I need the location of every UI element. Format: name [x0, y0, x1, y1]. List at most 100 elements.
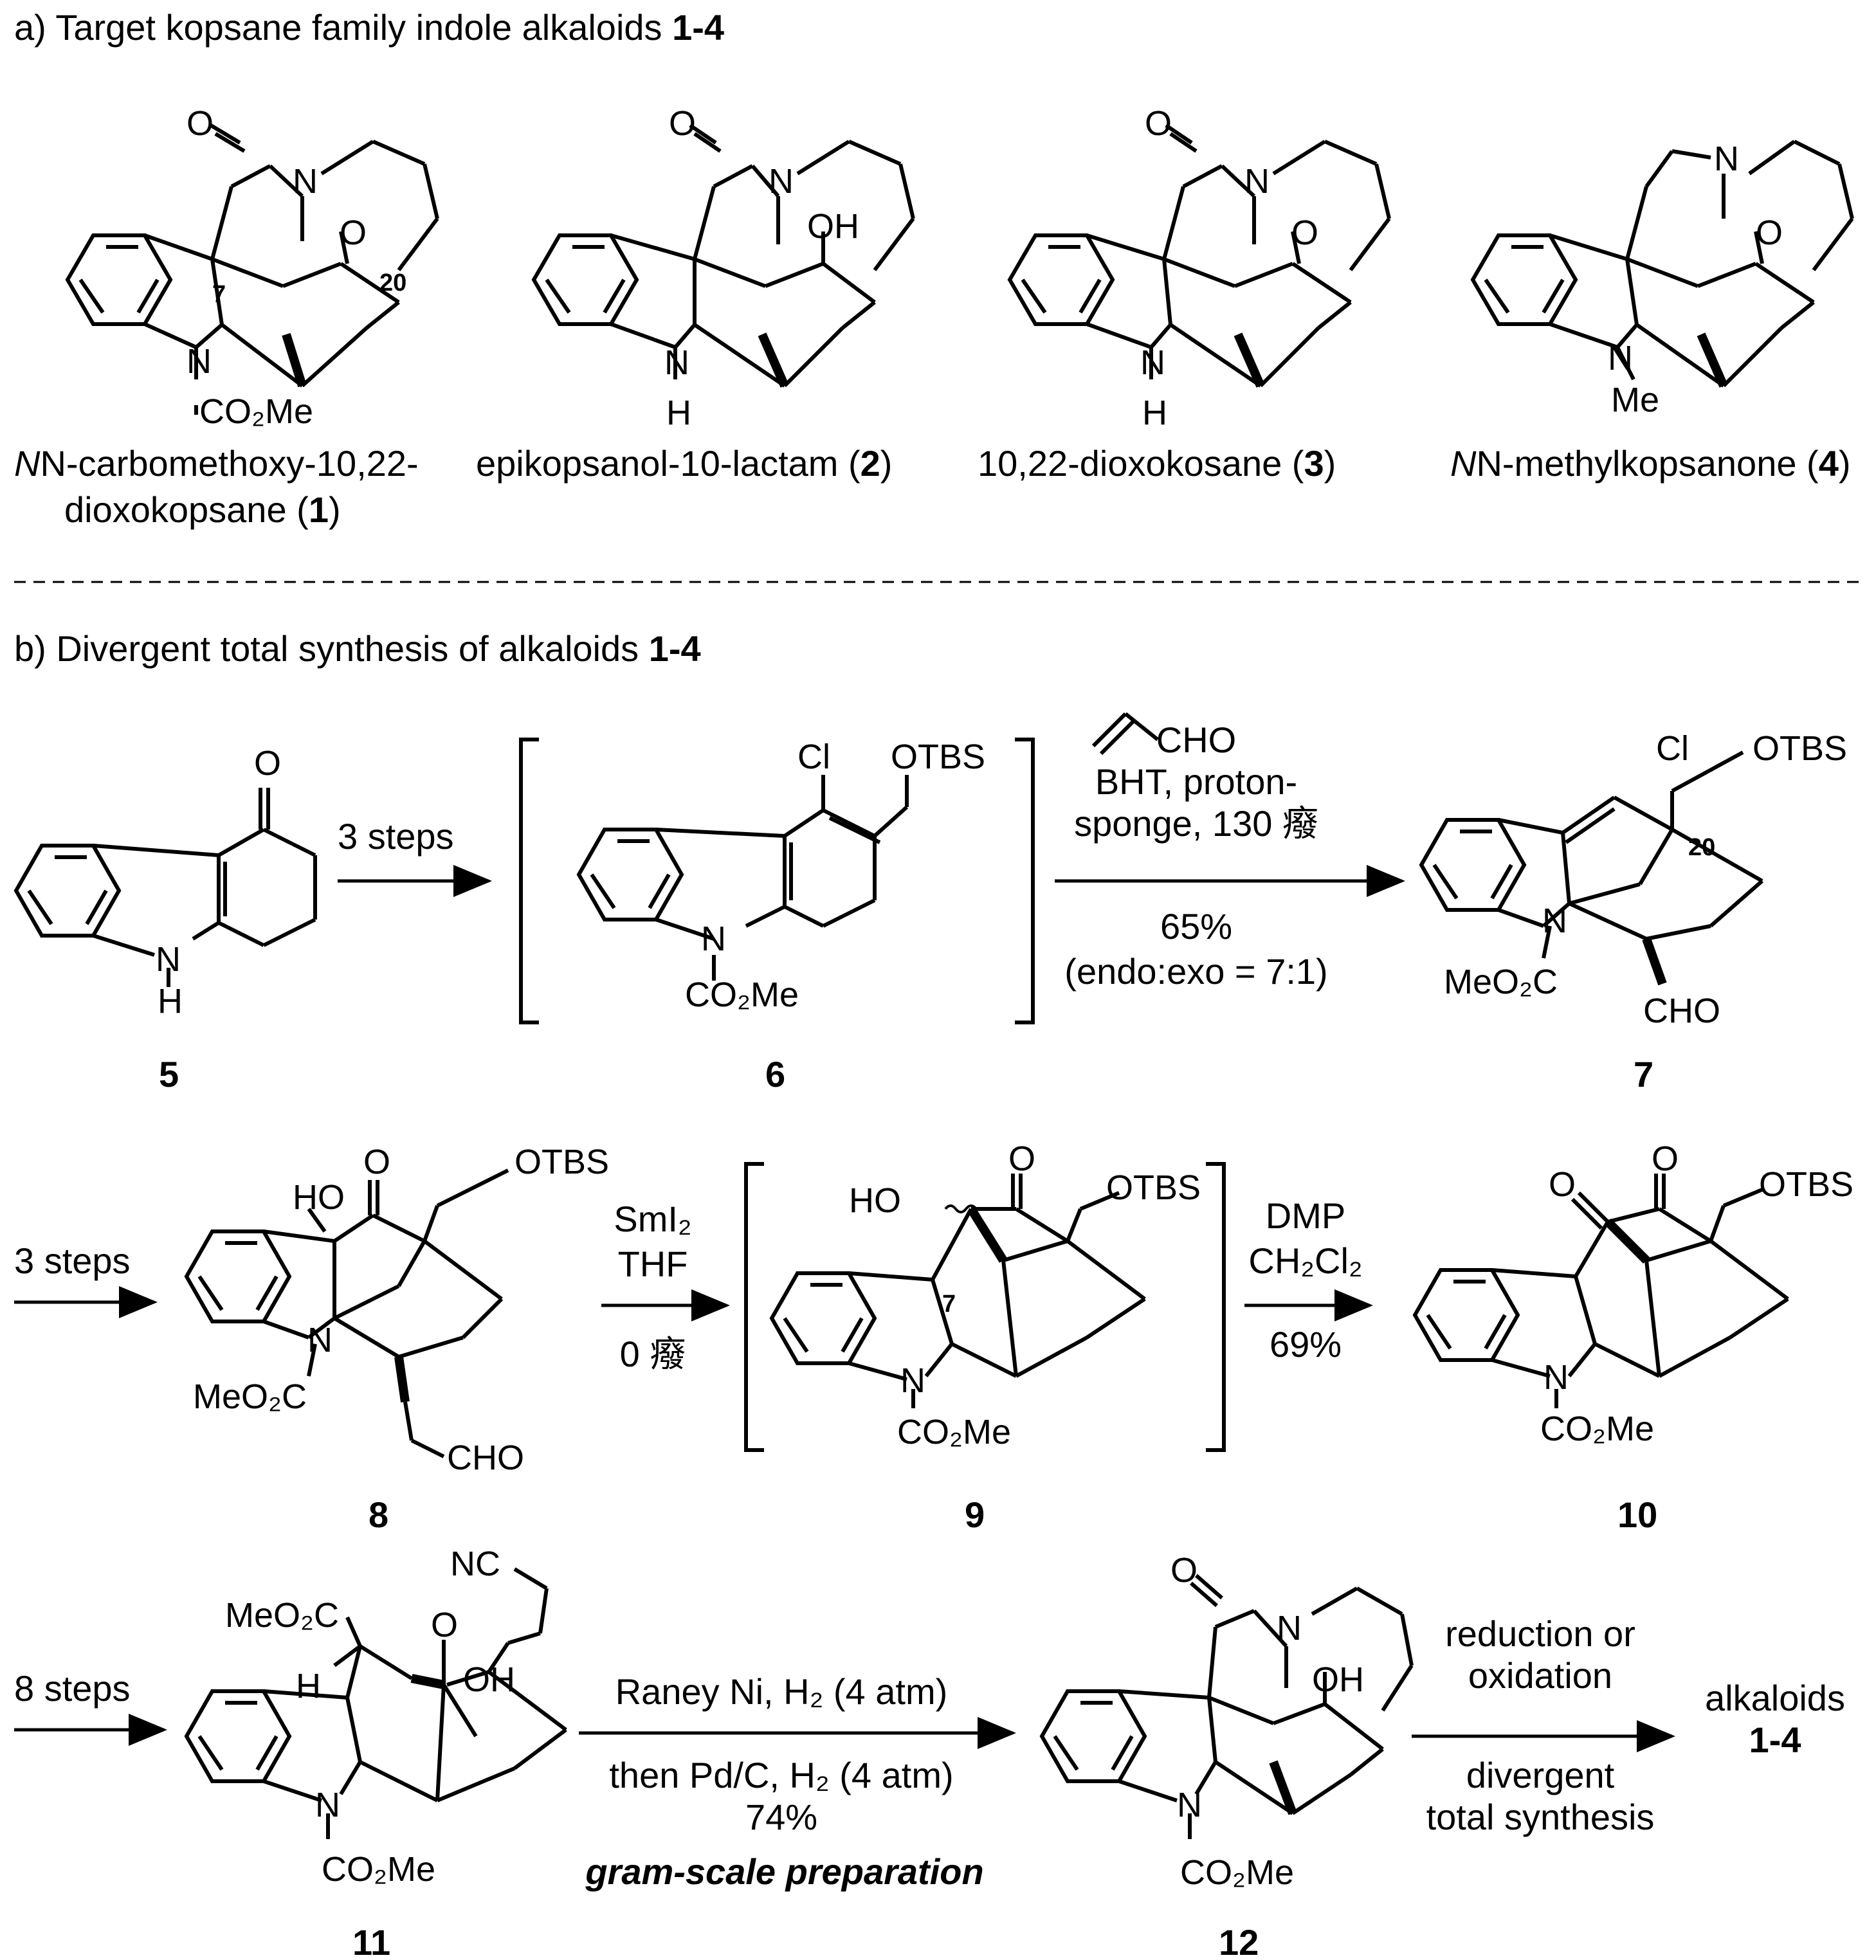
- structure-8: [184, 1168, 509, 1458]
- compound-12-label: 12: [1219, 1922, 1259, 1960]
- structure-6-labels: Cl OTBS N CO₂Me: [685, 738, 985, 1014]
- structure-7-labels: Cl OTBS N MeO₂C CHO 20: [1444, 729, 1847, 1030]
- svg-text:N: N: [1140, 343, 1165, 382]
- structure-4: [1470, 140, 1854, 388]
- svg-text:Raney Ni, H₂ (4 atm): Raney Ni, H₂ (4 atm): [615, 1671, 948, 1712]
- svg-text:total synthesis: total synthesis: [1426, 1797, 1655, 1837]
- structure-12-labels: O N OH N CO₂Me: [1170, 1551, 1364, 1892]
- svg-text:N: N: [1542, 902, 1567, 940]
- structure-3: [1007, 123, 1391, 388]
- structure-4-labels: N O N Me: [1608, 140, 1783, 419]
- final-product: alkaloids 1-4: [1705, 1678, 1845, 1760]
- conditions-11-to-12: Raney Ni, H₂ (4 atm) then Pd/C, H₂ (4 at…: [585, 1671, 983, 1892]
- svg-text:THF: THF: [618, 1244, 688, 1284]
- svg-text:CO₂Me: CO₂Me: [685, 975, 799, 1014]
- svg-text:1-4: 1-4: [1749, 1720, 1801, 1760]
- compound-9-label: 9: [965, 1494, 985, 1535]
- svg-text:O: O: [669, 104, 696, 143]
- compound-11-label: 11: [352, 1922, 390, 1960]
- compound-4-name: NN-methylkopsanone (4): [1450, 443, 1851, 484]
- structure-12: [1039, 1574, 1414, 1839]
- svg-text:N: N: [1544, 1358, 1569, 1397]
- svg-text:N: N: [664, 343, 689, 382]
- structure-11: [184, 1567, 567, 1839]
- svg-text:MeO₂C: MeO₂C: [1444, 963, 1558, 1001]
- svg-text:O: O: [1008, 1139, 1035, 1178]
- conditions-12-to-final: reduction or oxidation divergent total s…: [1426, 1613, 1655, 1837]
- svg-text:N: N: [187, 342, 212, 381]
- svg-text:(endo:exo = 7:1): (endo:exo = 7:1): [1064, 951, 1327, 992]
- svg-text:69%: 69%: [1270, 1324, 1342, 1365]
- svg-text:OTBS: OTBS: [1759, 1165, 1853, 1204]
- conditions-to-8: 3 steps: [14, 1240, 131, 1281]
- structure-5: [14, 788, 317, 987]
- svg-text:74%: 74%: [745, 1797, 817, 1837]
- svg-text:65%: 65%: [1160, 906, 1232, 947]
- compound-7-label: 7: [1634, 1054, 1653, 1094]
- position-label-7: 7: [212, 281, 226, 308]
- svg-text:sponge, 130 癈: sponge, 130 癈: [1074, 803, 1318, 844]
- svg-text:OTBS: OTBS: [515, 1143, 609, 1181]
- svg-text:CHO: CHO: [1643, 992, 1720, 1030]
- svg-text:MeO₂C: MeO₂C: [193, 1377, 307, 1416]
- structure-1-labels: O N O N CO₂Me 7 20: [187, 104, 406, 431]
- svg-text:OTBS: OTBS: [891, 738, 985, 776]
- svg-text:H: H: [158, 982, 183, 1021]
- svg-text:Cl: Cl: [1656, 729, 1689, 768]
- svg-text:N: N: [1177, 1786, 1202, 1824]
- structure-9: [744, 1162, 1226, 1452]
- svg-text:divergent: divergent: [1466, 1755, 1615, 1795]
- svg-text:CO₂Me: CO₂Me: [1180, 1853, 1294, 1892]
- svg-text:MeO₂C: MeO₂C: [225, 1596, 339, 1635]
- svg-text:N: N: [307, 1321, 332, 1359]
- svg-text:OH: OH: [1312, 1660, 1364, 1699]
- position-label-20: 20: [1688, 834, 1715, 861]
- compound-6-label: 6: [765, 1054, 785, 1094]
- svg-text:Me: Me: [1611, 381, 1659, 419]
- svg-text:Cl: Cl: [797, 738, 830, 776]
- compound-1-name: NN-carbomethoxy-10,22-: [14, 443, 419, 484]
- svg-text:DMP: DMP: [1266, 1195, 1345, 1236]
- structure-2: [531, 123, 915, 388]
- svg-text:HO: HO: [293, 1178, 345, 1217]
- svg-text:O: O: [363, 1143, 390, 1181]
- svg-text:H: H: [296, 1667, 321, 1705]
- compound-1-name-line2: dioxokopsane (1): [64, 489, 341, 530]
- svg-text:CO₂Me: CO₂Me: [1540, 1410, 1654, 1448]
- structure-9-labels: O HO OTBS N CO₂Me 7: [849, 1139, 1201, 1451]
- svg-text:reduction or: reduction or: [1445, 1613, 1635, 1654]
- structure-5-labels: O N H: [156, 744, 281, 1021]
- structure-1: [65, 123, 439, 415]
- compound-2-name: epikopsanol-10-lactam (2): [476, 443, 892, 484]
- svg-text:N: N: [315, 1786, 340, 1824]
- svg-text:HO: HO: [849, 1181, 901, 1220]
- svg-text:CO₂Me: CO₂Me: [199, 392, 313, 431]
- svg-text:OH: OH: [807, 207, 859, 246]
- conditions-6-to-7: CHO BHT, proton- sponge, 130 癈 65% (endo…: [1064, 720, 1327, 992]
- svg-text:O: O: [431, 1606, 458, 1644]
- svg-text:N: N: [900, 1361, 925, 1400]
- svg-text:H: H: [1142, 394, 1167, 432]
- conditions-to-11: 8 steps: [14, 1668, 131, 1709]
- structure-7: [1419, 750, 1763, 986]
- structure-6: [519, 738, 1035, 1024]
- svg-text:then Pd/C, H₂ (4 atm): then Pd/C, H₂ (4 atm): [609, 1755, 953, 1795]
- compound-3-name: 10,22-dioxokosane (3): [978, 443, 1336, 484]
- svg-text:O: O: [340, 213, 367, 252]
- structure-11-labels: MeO₂C H O OH NC N CO₂Me: [225, 1545, 515, 1889]
- svg-text:BHT, proton-: BHT, proton-: [1095, 761, 1297, 802]
- svg-text:H: H: [666, 394, 691, 432]
- section-a-title: a) Target kopsane family indole alkaloid…: [14, 7, 724, 48]
- svg-text:O: O: [1291, 213, 1318, 252]
- svg-text:oxidation: oxidation: [1468, 1655, 1612, 1696]
- svg-text:alkaloids: alkaloids: [1705, 1678, 1845, 1718]
- svg-text:O: O: [1756, 213, 1783, 252]
- structure-3-labels: O N O N H: [1140, 104, 1318, 432]
- conditions-5-to-6: 3 steps: [338, 816, 454, 857]
- svg-text:OH: OH: [463, 1660, 515, 1699]
- svg-text:O: O: [1170, 1551, 1198, 1590]
- svg-text:N: N: [293, 162, 318, 201]
- structure-2-labels: O N OH N H: [664, 104, 859, 432]
- position-label-20: 20: [379, 269, 406, 296]
